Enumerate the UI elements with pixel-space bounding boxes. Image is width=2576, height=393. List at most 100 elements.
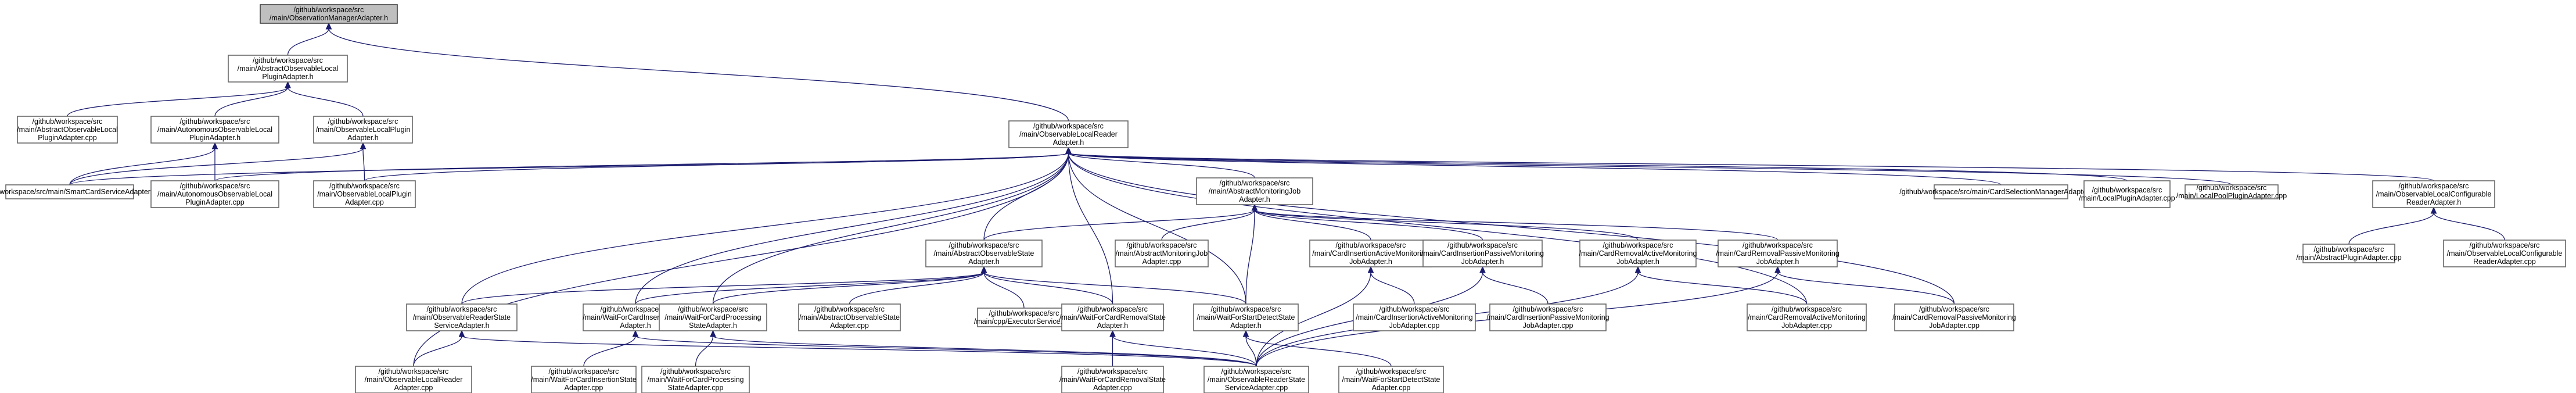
file-node-label: /github/workspace/src [814, 305, 885, 313]
file-node-label: /github/workspace/src [1220, 179, 1290, 187]
file-node-box [1309, 240, 1432, 267]
file-node-label: /main/cpp/ExecutorService.cpp [974, 317, 1074, 326]
include-edge [1254, 209, 1779, 241]
file-node-label: /github/workspace/src [328, 117, 398, 126]
file-node-label: /github/workspace/src [2092, 186, 2162, 194]
file-node[interactable]: /github/workspace/src/main/LocalPoolPlug… [2176, 184, 2287, 200]
file-node-label: /main/AbstractObservableLocal [17, 126, 118, 134]
file-node[interactable]: /github/workspace/src/main/ObservableLoc… [2443, 240, 2566, 267]
file-node-label: /main/WaitForCardRemovalState [1059, 376, 1166, 384]
file-node-label: /main/CardInsertionPassiveMonitoring [1486, 313, 1609, 321]
file-node[interactable]: /github/workspace/src/main/AbstractPlugi… [2296, 244, 2402, 263]
file-node-box [1008, 120, 1129, 148]
file-node-label: /github/workspace/src [1221, 367, 1292, 376]
file-node-label: /main/AbstractMonitoringJob [1209, 187, 1300, 195]
file-node[interactable]: /github/workspace/src/main/WaitForCardRe… [1059, 303, 1166, 331]
include-edge [1245, 209, 1255, 305]
edge-arrowhead [360, 142, 367, 149]
focus-file-node[interactable]: /github/workspace/src/main/ObservationMa… [260, 4, 398, 24]
file-node[interactable]: /github/workspace/src/main/CardInsertion… [1309, 240, 1432, 267]
include-edge [1777, 271, 1955, 305]
file-node[interactable]: /github/workspace/src/main/WaitForCardIn… [531, 366, 637, 393]
file-node-label: /github/workspace/src [379, 367, 449, 376]
include-edge [635, 271, 985, 305]
file-node[interactable]: /github/workspace/src/main/ObservableRea… [406, 303, 518, 331]
file-node[interactable]: /github/workspace/src/main/CardRemovalAc… [1747, 303, 1867, 331]
file-node[interactable]: /github/workspace/src/main/CardInsertion… [1353, 303, 1476, 331]
file-node-label: /github/workspace/src [1127, 241, 1197, 249]
include-edge [1245, 335, 1257, 367]
file-node[interactable]: /github/workspace/src/main/AbstractMonit… [1115, 240, 1209, 267]
include-edge [1068, 152, 2232, 185]
file-node[interactable]: /github/workspace/src/main/ObservableRea… [1203, 366, 1309, 393]
file-node-label: Adapter.cpp [394, 384, 433, 392]
file-node[interactable]: /github/workspace/src/main/cpp/ExecutorS… [974, 308, 1074, 327]
include-edge [712, 152, 1069, 305]
file-node-label: JobAdapter.h [1616, 258, 1659, 266]
include-edge [635, 335, 1257, 367]
file-node-label: /github/workspace/src/main/CardSelection… [1899, 188, 2103, 196]
file-node-label: /github/workspace/src [1919, 305, 1989, 313]
file-node-box [2302, 244, 2395, 263]
file-node-label: /main/ObservableLocalPlugin [317, 190, 412, 198]
file-node-box [1193, 303, 1299, 331]
file-node[interactable]: /github/workspace/src/main/CardInsertion… [1486, 303, 1609, 331]
file-node-label: /github/workspace/src [1077, 305, 1148, 313]
include-edge [1112, 335, 1257, 367]
file-node[interactable]: /github/workspace/src/main/WaitForCardPr… [641, 366, 750, 393]
file-node[interactable]: /github/workspace/src/main/AbstractObser… [798, 303, 901, 331]
file-node-label: PluginAdapter.cpp [38, 134, 97, 142]
file-node[interactable]: /github/workspace/src/main/AbstractObser… [228, 55, 348, 83]
file-node-box [925, 240, 1043, 267]
include-edge [287, 87, 364, 117]
file-node[interactable]: /github/workspace/src/main/CardRemovalPa… [1716, 240, 1840, 267]
include-edge [67, 87, 289, 117]
file-node[interactable]: /github/workspace/src/main/LocalPluginAd… [2079, 180, 2175, 208]
file-node-label: /main/WaitForCardRemovalState [1059, 313, 1166, 321]
file-node[interactable]: /github/workspace/src/main/SmartCardServ… [0, 184, 164, 199]
include-edge [461, 152, 1069, 305]
file-node[interactable]: /github/workspace/src/main/ObservableLoc… [1008, 120, 1129, 148]
file-node[interactable]: /github/workspace/src/main/CardSelection… [1899, 184, 2103, 199]
include-edge [1245, 335, 1392, 367]
include-edge [2433, 212, 2505, 241]
file-node[interactable]: /github/workspace/src/main/WaitForCardPr… [659, 303, 767, 331]
file-node-box [977, 308, 1071, 327]
file-node-label: /main/ObservableLocalConfigurable [2376, 190, 2492, 198]
file-node[interactable]: /github/workspace/src/main/AutonomousObs… [150, 180, 279, 208]
file-node-box [1747, 303, 1867, 331]
include-edge [695, 335, 714, 367]
file-node[interactable]: /github/workspace/src/main/WaitForStartD… [1338, 366, 1444, 393]
file-node-label: Adapter.cpp [345, 198, 384, 206]
file-node[interactable]: /github/workspace/src/main/CardInsertion… [1421, 240, 1544, 267]
file-node[interactable]: /github/workspace/src/main/ObservableLoc… [2372, 180, 2495, 208]
file-node[interactable]: /github/workspace/src/main/WaitForCardRe… [1059, 366, 1166, 393]
file-node-label: /github/workspace/src [1513, 305, 1583, 313]
file-node-box [1203, 366, 1309, 393]
file-node[interactable]: /github/workspace/src/main/CardRemovalPa… [1892, 303, 2016, 331]
file-node-box [1894, 303, 2014, 331]
file-node[interactable]: /github/workspace/src/main/ObservableLoc… [313, 116, 413, 144]
file-node-box [1934, 184, 2068, 199]
file-node-label: /main/WaitForCardProcessing [647, 376, 743, 384]
file-node-label: /github/workspace/src [427, 305, 497, 313]
file-node[interactable]: /github/workspace/src/main/CardRemovalAc… [1579, 240, 1697, 267]
file-node[interactable]: /github/workspace/src/main/WaitForStartD… [1193, 303, 1299, 331]
file-node-label: PluginAdapter.cpp [185, 198, 245, 206]
edge-arrowhead [458, 330, 465, 337]
edge-arrowhead [1774, 266, 1781, 273]
file-node[interactable]: /github/workspace/src/main/AbstractMonit… [1196, 177, 1313, 205]
include-edge [287, 28, 329, 56]
file-node[interactable]: /github/workspace/src/main/ObservableLoc… [313, 180, 416, 208]
include-edge [1370, 271, 1415, 305]
edge-arrowhead [1479, 266, 1486, 273]
file-node-label: /github/workspace/src [33, 117, 103, 126]
file-node[interactable]: /github/workspace/src/main/AutonomousObs… [150, 116, 279, 144]
file-node[interactable]: /github/workspace/src/main/AbstractObser… [925, 240, 1043, 267]
file-node-box [1338, 366, 1444, 393]
file-node-box [355, 366, 472, 393]
file-node[interactable]: /github/workspace/src/main/AbstractObser… [17, 116, 118, 144]
file-node[interactable]: /github/workspace/src/main/ObservableLoc… [355, 366, 472, 393]
file-node-label: /main/LocalPoolPluginAdapter.cpp [2176, 192, 2287, 200]
file-node-box [1196, 177, 1313, 205]
